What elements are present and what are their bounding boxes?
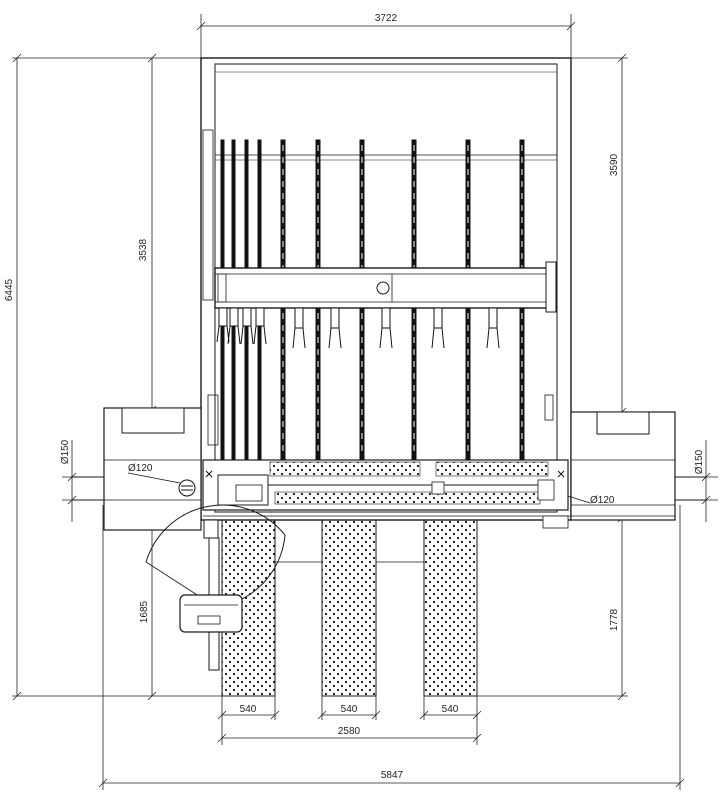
cross-beam (214, 261, 557, 313)
left-side-unit (103, 407, 202, 531)
left-duct (127, 472, 196, 497)
dimension-tables-bottom (217, 696, 482, 745)
dimension-bottom-5847 (98, 505, 685, 790)
dim-label-table1: 540 (240, 704, 257, 715)
right-pipe (675, 476, 706, 501)
right-side-unit (570, 411, 676, 521)
dim-label-table3: 540 (442, 704, 459, 715)
dim-label-1685: 1685 (139, 600, 150, 623)
left-pipe (72, 476, 104, 501)
dim-label-left-duct: Ø120 (128, 463, 153, 474)
dim-label-right-pipe: Ø150 (694, 449, 705, 474)
support-tables (221, 519, 478, 697)
dim-label-1778: 1778 (609, 608, 620, 631)
dimension-front-right-1778 (476, 513, 628, 701)
dim-label-2580: 2580 (338, 726, 361, 737)
x-markers (205, 470, 565, 478)
operator-station (145, 504, 286, 671)
dim-label-left-pipe: Ø150 (60, 439, 71, 464)
dimension-right-3590 (571, 53, 628, 417)
dimension-top-3722 (196, 14, 576, 58)
dim-label-3538: 3538 (138, 238, 149, 261)
dim-label-6445: 6445 (4, 278, 15, 301)
dimension-left-6445 (12, 53, 222, 701)
front-conveyor (202, 459, 675, 529)
gripper-heads (216, 307, 500, 349)
dimension-left-3538 (147, 53, 157, 415)
dim-label-5847: 5847 (381, 770, 404, 781)
dim-label-table2: 540 (341, 704, 358, 715)
dim-label-3722: 3722 (375, 13, 398, 24)
dim-label-right-duct: Ø120 (590, 495, 615, 506)
dim-label-3590: 3590 (609, 153, 620, 176)
rail-dashes (282, 145, 523, 455)
